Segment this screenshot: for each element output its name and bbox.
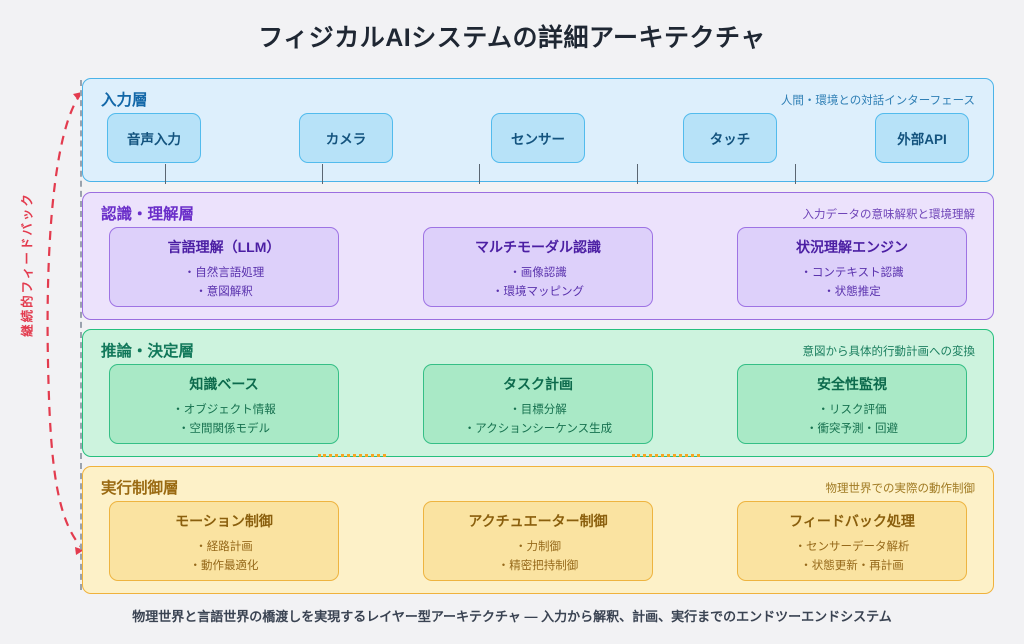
connector-stub — [637, 164, 638, 184]
node-bullet: ・画像認識 — [509, 267, 567, 279]
layer-subtitle: 意図から具体的行動計画への変換 — [802, 346, 976, 358]
feedback-loop-label: 継続的フィードバック — [20, 192, 35, 337]
layer-title: 認識・理解層 — [101, 206, 195, 223]
node-bullet: ・衝突予測・回避 — [806, 422, 898, 435]
layer-spine — [80, 80, 82, 590]
layer-title: 実行制御層 — [101, 480, 179, 497]
node-label: アクチュエーター制御 — [468, 513, 608, 529]
card-row: モーション制御 ・経路計画 ・動作最適化 アクチュエーター制御 ・力制御 ・精密… — [83, 501, 993, 581]
layer-subtitle: 入力データの意味解釈と環境理解 — [802, 209, 976, 221]
card-row: 音声入力 カメラ センサー タッチ 外部API — [83, 113, 993, 163]
node-safety-monitoring[interactable]: 安全性監視 ・リスク評価 ・衝突予測・回避 — [737, 364, 967, 444]
layer-reasoning: 推論・決定層 意図から具体的行動計画への変換 知識ベース ・オブジェクト情報 ・… — [82, 329, 994, 457]
layer-execution: 実行制御層 物理世界での実際の動作制御 モーション制御 ・経路計画 ・動作最適化… — [82, 466, 994, 594]
layer-title: 入力層 — [101, 92, 148, 109]
layer-subtitle: 物理世界での実際の動作制御 — [825, 483, 976, 495]
node-multimodal-recognition[interactable]: マルチモーダル認識 ・画像認識 ・環境マッピング — [423, 227, 653, 307]
layer-perception: 認識・理解層 入力データの意味解釈と環境理解 言語理解（LLM） ・自然言語処理… — [82, 192, 994, 320]
node-bullet: ・アクションシーケンス生成 — [463, 422, 613, 435]
connector-dotted — [632, 454, 700, 457]
connector-dotted — [318, 454, 386, 457]
layer-header: 入力層 人間・環境との対話インターフェース — [83, 79, 993, 113]
layer-input: 入力層 人間・環境との対話インターフェース 音声入力 カメラ センサー タッチ … — [82, 78, 994, 182]
layer-title: 推論・決定層 — [101, 343, 195, 360]
connector-stub — [795, 164, 796, 184]
node-bullet: ・経路計画 — [195, 541, 253, 553]
node-bullet: ・目標分解 — [509, 404, 567, 416]
feedback-loop-arrow — [46, 91, 85, 555]
footer-caption: 物理世界と言語世界の橋渡しを実現するレイヤー型アーキテクチャ — 入力から解釈、… — [132, 609, 892, 624]
node-external-api[interactable]: 外部API — [875, 113, 969, 163]
node-bullet: ・動作最適化 — [189, 559, 259, 572]
node-bullet: ・自然言語処理 — [183, 267, 265, 279]
node-label: タッチ — [709, 132, 751, 147]
node-label: 状況理解エンジン — [796, 239, 908, 255]
node-sensor[interactable]: センサー — [491, 113, 585, 163]
node-voice-input[interactable]: 音声入力 — [107, 113, 201, 163]
node-label: モーション制御 — [175, 513, 273, 529]
node-task-planning[interactable]: タスク計画 ・目標分解 ・アクションシーケンス生成 — [423, 364, 653, 444]
connector-stub — [479, 164, 480, 184]
node-bullet: ・精密把持制御 — [497, 559, 579, 572]
node-label: タスク計画 — [503, 376, 573, 392]
node-bullet: ・状態更新・再計画 — [800, 559, 904, 572]
node-touch[interactable]: タッチ — [683, 113, 777, 163]
node-label: フィードバック処理 — [789, 513, 915, 529]
page-title: フィジカルAIシステムの詳細アーキテクチャ — [258, 24, 766, 52]
node-bullet: ・コンテキスト認識 — [800, 267, 904, 279]
node-label: 外部API — [897, 132, 947, 147]
node-knowledge-base[interactable]: 知識ベース ・オブジェクト情報 ・空間関係モデル — [109, 364, 339, 444]
connector-stub — [322, 164, 323, 184]
node-motion-control[interactable]: モーション制御 ・経路計画 ・動作最適化 — [109, 501, 339, 581]
node-actuator-control[interactable]: アクチュエーター制御 ・力制御 ・精密把持制御 — [423, 501, 653, 581]
card-row: 知識ベース ・オブジェクト情報 ・空間関係モデル タスク計画 ・目標分解 ・アク… — [83, 364, 993, 444]
node-situation-understanding-engine[interactable]: 状況理解エンジン ・コンテキスト認識 ・状態推定 — [737, 227, 967, 307]
node-label: 知識ベース — [189, 376, 259, 392]
node-bullet: ・リスク評価 — [817, 404, 887, 416]
layer-header: 推論・決定層 意図から具体的行動計画への変換 — [83, 330, 993, 364]
layer-header: 実行制御層 物理世界での実際の動作制御 — [83, 467, 993, 501]
layer-header: 認識・理解層 入力データの意味解釈と環境理解 — [83, 193, 993, 227]
node-bullet: ・意図解釈 — [195, 285, 253, 298]
node-label: 音声入力 — [127, 132, 181, 147]
node-bullet: ・空間関係モデル — [178, 422, 270, 435]
node-bullet: ・力制御 — [515, 541, 561, 553]
node-feedback-processing[interactable]: フィードバック処理 ・センサーデータ解析 ・状態更新・再計画 — [737, 501, 967, 581]
node-bullet: ・オブジェクト情報 — [172, 404, 276, 416]
node-label: カメラ — [325, 132, 367, 147]
connector-stub — [165, 164, 166, 184]
node-camera[interactable]: カメラ — [299, 113, 393, 163]
node-bullet: ・環境マッピング — [492, 285, 584, 298]
node-bullet: ・センサーデータ解析 — [794, 541, 910, 553]
card-row: 言語理解（LLM） ・自然言語処理 ・意図解釈 マルチモーダル認識 ・画像認識 … — [83, 227, 993, 307]
node-bullet: ・状態推定 — [823, 285, 881, 298]
node-label: 安全性監視 — [817, 376, 887, 392]
node-language-understanding[interactable]: 言語理解（LLM） ・自然言語処理 ・意図解釈 — [109, 227, 339, 307]
layer-subtitle: 人間・環境との対話インターフェース — [780, 95, 975, 107]
node-label: センサー — [511, 132, 565, 147]
node-label: マルチモーダル認識 — [475, 239, 601, 255]
node-label: 言語理解（LLM） — [167, 239, 281, 255]
